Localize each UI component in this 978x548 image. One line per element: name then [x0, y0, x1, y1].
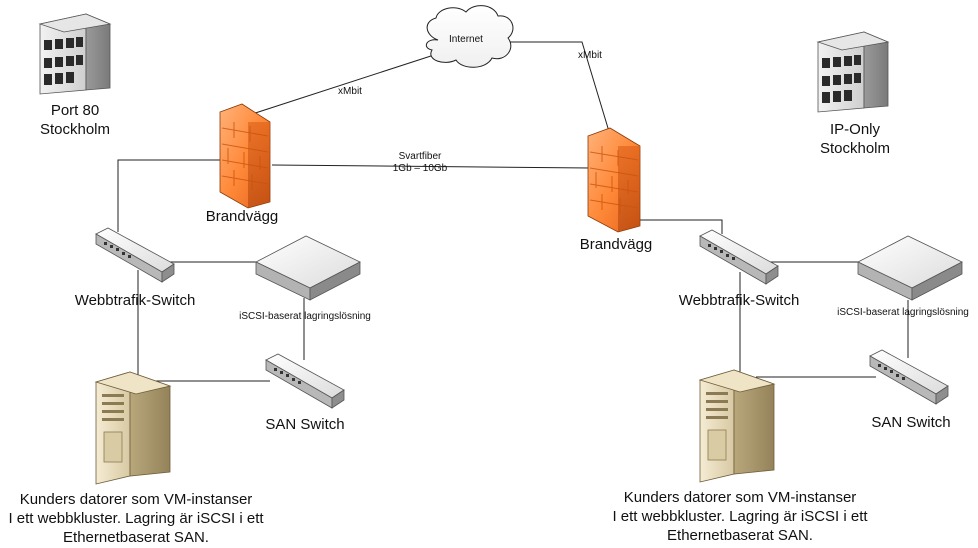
servers-left-description: Kunders datorer som VM-instanser I ett w…	[0, 490, 272, 547]
datacenter-right-name: IP-Only	[829, 121, 880, 138]
dark-fiber-label: Svartfiber 1Gb – 10Gb	[380, 151, 460, 175]
building-right-icon	[816, 31, 890, 113]
servers-right-line2: I ett webbkluster. Lagring är iSCSI i et…	[612, 508, 868, 525]
connection-lines	[117, 41, 909, 382]
servers-right-line3: Ethernetbaserat SAN.	[667, 527, 813, 544]
link-left-firewall-switch	[117, 159, 222, 232]
firewall-right-icon	[587, 127, 641, 233]
web-switch-left-label: Webbtrafik-Switch	[74, 292, 196, 309]
san-switch-left-label: SAN Switch	[265, 416, 345, 433]
servers-left-line3: Ethernetbaserat SAN.	[63, 529, 209, 546]
san-switch-left-icon	[265, 353, 345, 409]
servers-left-line1: Kunders datorer som VM-instanser	[19, 491, 253, 508]
web-switch-right-icon	[699, 229, 779, 285]
servers-left-line2: I ett webbkluster. Lagring är iSCSI i et…	[8, 510, 264, 527]
link-left-firewall-internet	[239, 54, 435, 119]
firewall-left-label: Brandvägg	[205, 208, 279, 225]
web-switch-left-icon	[95, 227, 175, 283]
servers-right-line1: Kunders datorer som VM-instanser	[623, 489, 857, 506]
web-switch-right-label: Webbtrafik-Switch	[678, 292, 800, 309]
datacenter-right-label: IP-Only Stockholm	[800, 120, 910, 158]
link-internet-right-firewall	[500, 41, 615, 149]
datacenter-left-label: Port 80 Stockholm	[20, 101, 130, 139]
link-right-uplink-label: xMbit	[578, 50, 602, 61]
internet-cloud-icon	[425, 5, 514, 68]
san-switch-right-icon	[869, 349, 949, 405]
dark-fiber-label-line1: Svartfiber	[398, 151, 442, 162]
server-right-icon	[698, 369, 776, 483]
firewall-left-icon	[219, 103, 271, 209]
storage-left-label: iSCSI-baserat lagringslösning	[239, 311, 371, 322]
storage-right-label: iSCSI-baserat lagringslösning	[837, 307, 969, 318]
firewall-right-label: Brandvägg	[579, 236, 653, 253]
datacenter-left-city: Stockholm	[39, 121, 111, 138]
link-right-firewall-switch	[640, 219, 723, 234]
internet-label: Internet	[449, 34, 483, 45]
link-dark-fiber	[271, 164, 591, 169]
servers-right-description: Kunders datorer som VM-instanser I ett w…	[604, 488, 876, 545]
datacenter-right-city: Stockholm	[819, 140, 891, 157]
datacenter-left-name: Port 80	[50, 102, 100, 119]
link-left-uplink-label: xMbit	[338, 86, 362, 97]
server-left-icon	[94, 371, 172, 485]
building-left-icon	[38, 13, 112, 95]
dark-fiber-label-line2: 1Gb – 10Gb	[392, 163, 448, 174]
san-switch-right-label: SAN Switch	[871, 414, 951, 431]
storage-right-icon	[857, 235, 963, 301]
storage-left-icon	[255, 235, 361, 301]
